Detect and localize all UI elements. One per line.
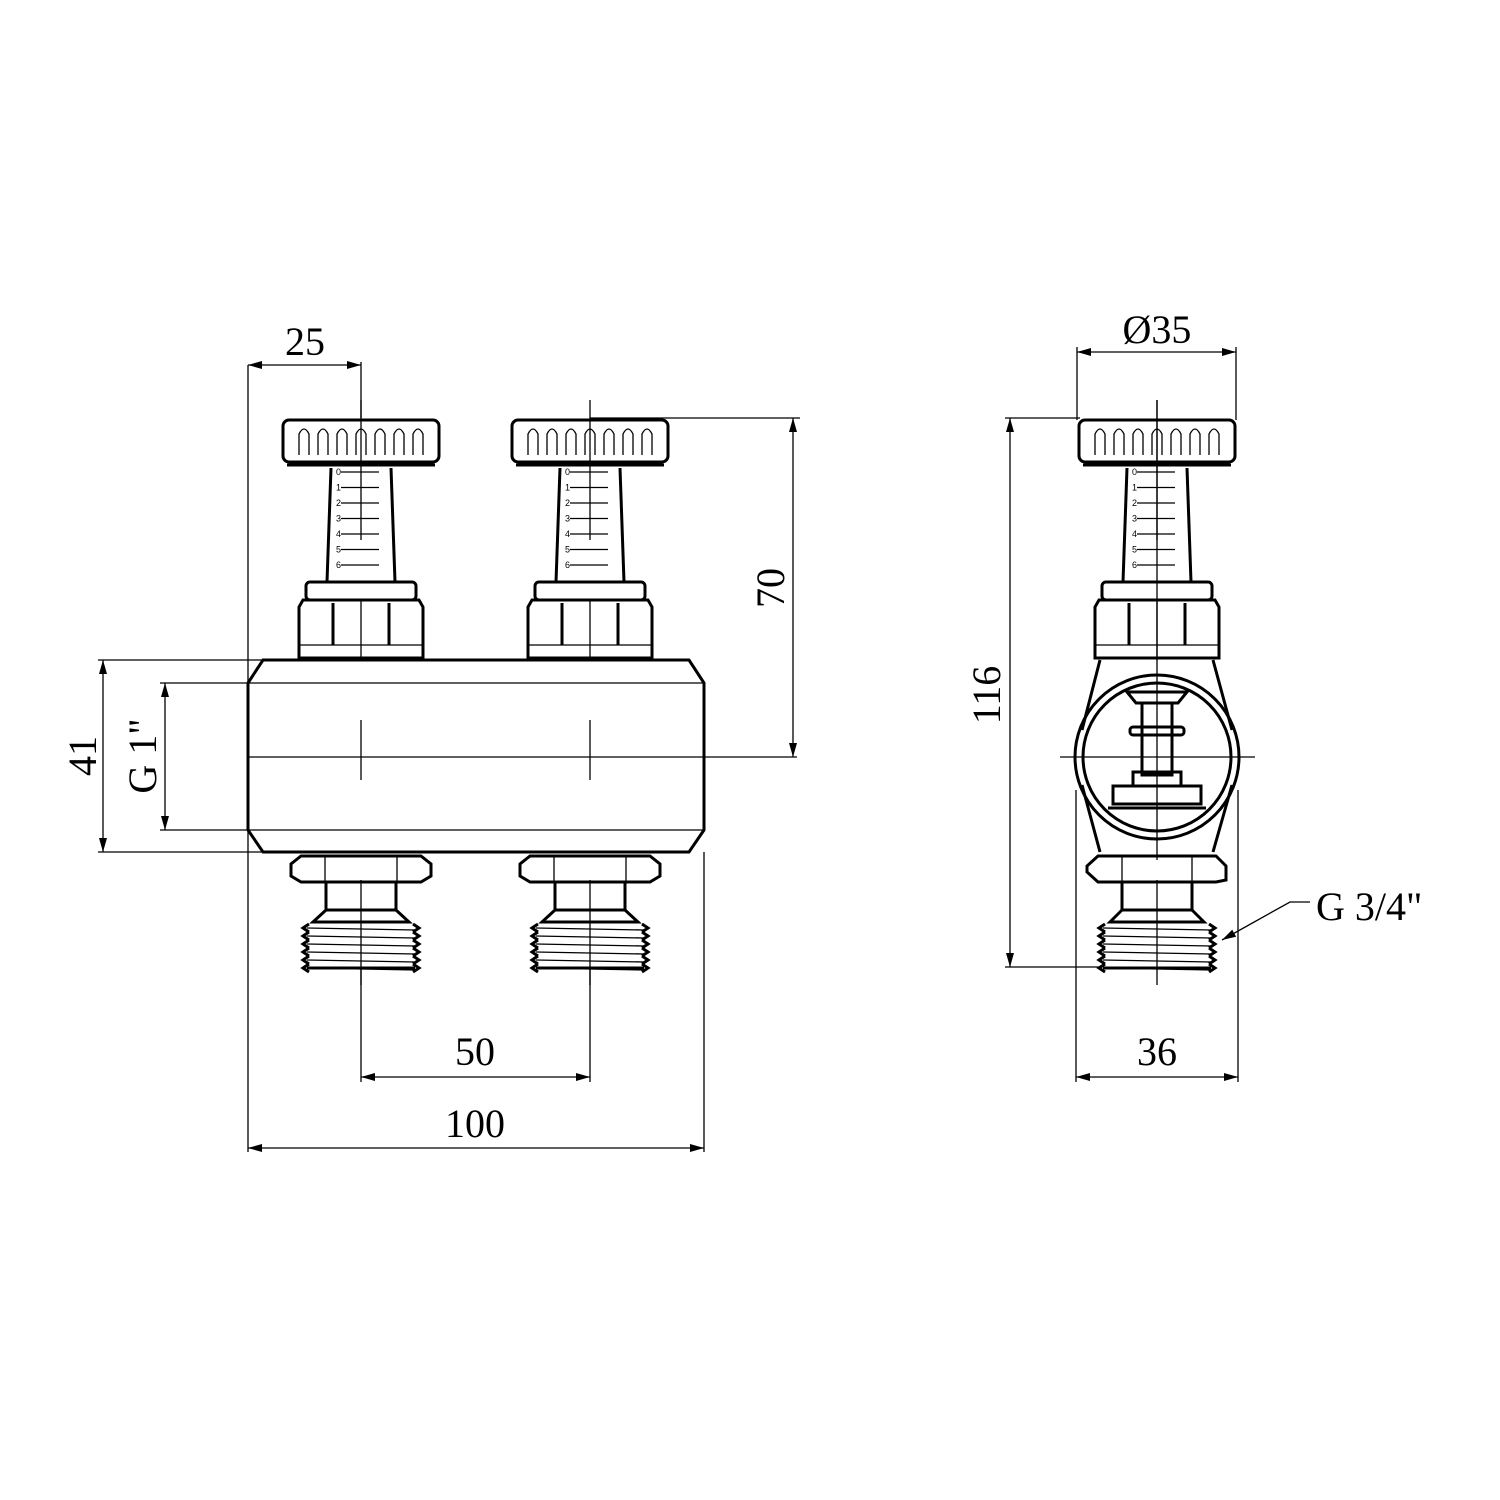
scale-mark-label: 1 <box>1132 483 1137 493</box>
scale-mark-label: 4 <box>336 529 341 539</box>
knob-rib <box>1132 428 1144 455</box>
scale-mark-label: 5 <box>336 545 341 555</box>
thread-profile <box>529 922 651 934</box>
thread-profile <box>1096 946 1218 958</box>
manifold-body-front <box>246 658 797 854</box>
scale-mark-label: 3 <box>1132 514 1137 524</box>
dim-valve-height: 70 <box>748 568 793 608</box>
scale-mark-label: 6 <box>565 560 570 570</box>
knob-rib <box>336 428 348 455</box>
stem <box>554 467 626 583</box>
scale-mark-label: 5 <box>565 545 570 555</box>
dim-outlet-thread: G 3/4" <box>1316 884 1422 929</box>
knob-rib <box>412 428 424 455</box>
thread-profile <box>1096 938 1218 950</box>
knob-rib <box>298 428 310 455</box>
dim-valve-spacing: 50 <box>455 1029 495 1074</box>
outlet-nut <box>289 854 433 884</box>
balancing-valve: 0 1 2 3 4 5 6 <box>281 400 441 660</box>
knob-rib <box>546 428 558 455</box>
knob-rib <box>317 428 329 455</box>
stem <box>1121 467 1193 583</box>
dimension-lines <box>98 347 1310 1152</box>
dim-total-height: 116 <box>964 666 1009 725</box>
scale-mark-label: 1 <box>565 483 570 493</box>
knob-rib <box>641 428 653 455</box>
scale-mark-label: 4 <box>565 529 570 539</box>
knob-rib <box>622 428 634 455</box>
scale-mark-label: 2 <box>336 498 341 508</box>
thread-profile <box>300 946 422 958</box>
dim-inlet-thread: G 1" <box>120 718 165 793</box>
thread-profile <box>300 938 422 950</box>
dim-valve-offset: 25 <box>285 319 325 364</box>
thread-profile <box>300 922 422 934</box>
stem <box>325 467 397 583</box>
outlet-fitting <box>518 854 662 985</box>
dim-body-height: 41 <box>60 736 105 776</box>
thread-profile <box>529 930 651 942</box>
knob-rib <box>1189 428 1201 455</box>
outlet-thread-side <box>1096 880 1218 985</box>
knob-rib <box>1113 428 1125 455</box>
scale-mark-label: 2 <box>565 498 570 508</box>
scale-mark-label: 4 <box>1132 529 1137 539</box>
knob-rib <box>565 428 577 455</box>
thread-profile <box>300 930 422 942</box>
scale-mark-label: 3 <box>565 514 570 524</box>
balancing-valve: 0 1 2 3 4 5 6 <box>510 400 670 660</box>
thread-profile <box>529 946 651 958</box>
outlet-fitting <box>289 854 433 985</box>
knob-rib <box>374 428 386 455</box>
knob-rib <box>1170 428 1182 455</box>
scale-mark-label: 6 <box>336 560 341 570</box>
scale-mark-label: 0 <box>565 467 570 477</box>
thread-profile <box>300 954 422 966</box>
thread-profile <box>529 938 651 950</box>
hex-nut <box>297 598 425 660</box>
thread-profile <box>529 962 651 974</box>
dim-side-width: 36 <box>1137 1029 1177 1074</box>
thread-profile <box>1096 962 1218 974</box>
scale-mark-label: 1 <box>336 483 341 493</box>
thread-profile <box>1096 954 1218 966</box>
knob-rib <box>527 428 539 455</box>
thread-profile <box>1096 922 1218 934</box>
knob-rib <box>1094 428 1106 455</box>
scale-mark-label: 2 <box>1132 498 1137 508</box>
scale-mark-label: 5 <box>1132 545 1137 555</box>
thread-profile <box>529 954 651 966</box>
thread-profile <box>1096 930 1218 942</box>
knob-rib <box>603 428 615 455</box>
thread-profile <box>300 962 422 974</box>
scale-mark-label: 6 <box>1132 560 1137 570</box>
knob-rib <box>1208 428 1220 455</box>
scale-mark-label: 0 <box>1132 467 1137 477</box>
outlet-nut <box>518 854 662 884</box>
knob-rib <box>393 428 405 455</box>
scale-mark-label: 0 <box>336 467 341 477</box>
bonnet <box>533 580 647 602</box>
hex-nut <box>526 598 654 660</box>
bonnet <box>304 580 418 602</box>
dim-knob-diameter: Ø35 <box>1123 307 1192 352</box>
hex-nut <box>1093 598 1221 660</box>
scale-mark-label: 3 <box>336 514 341 524</box>
balancing-valve-side: 0 1 2 3 4 5 6 <box>1077 400 1237 660</box>
dim-body-length: 100 <box>445 1101 505 1146</box>
